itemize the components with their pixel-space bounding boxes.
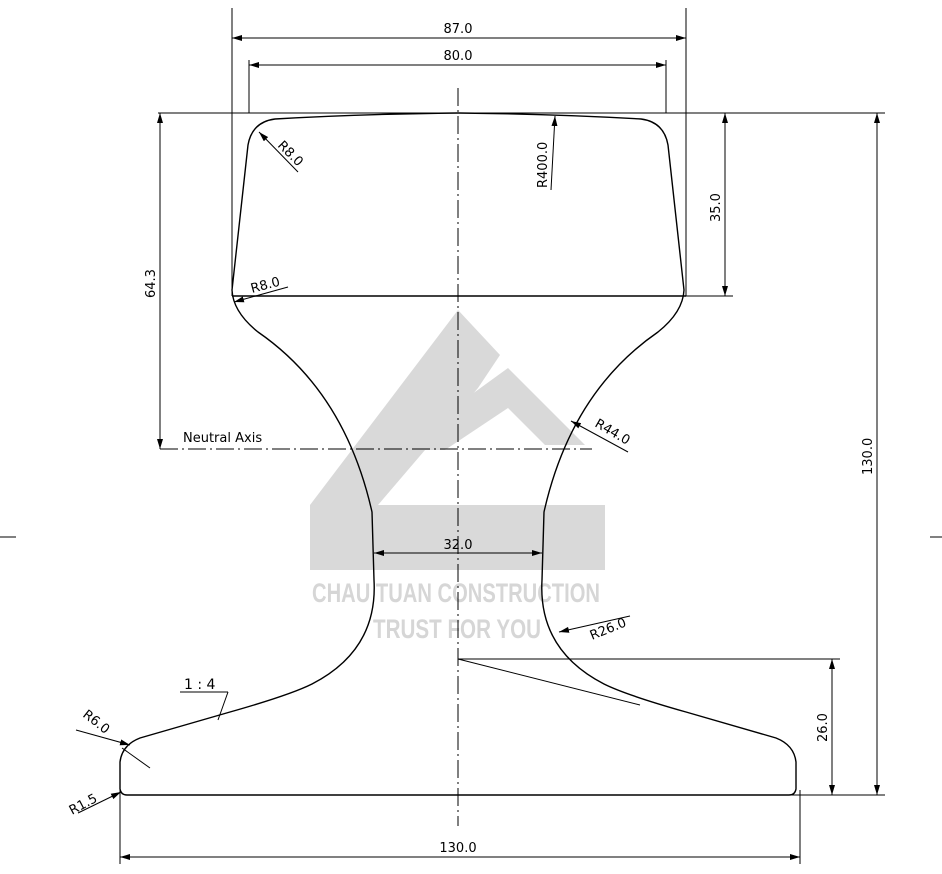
extension-lines — [119, 8, 885, 864]
dim-head-bottom-radius: R8.0 — [249, 275, 282, 297]
dim-head-top-width: 80.0 — [444, 49, 473, 64]
dim-foot-tip-radius: R6.0 — [80, 707, 113, 737]
neutral-axis-label: Neutral Axis — [183, 431, 262, 446]
dim-total-height: 130.0 — [861, 438, 876, 475]
watermark-logo: CHAU TUAN CONSTRUCTION TRUST FOR YOU — [310, 310, 605, 644]
dim-neutral-axis-height: 64.3 — [144, 269, 159, 298]
dimension-lines — [75, 35, 880, 860]
dim-foot-height: 26.0 — [816, 713, 831, 742]
dim-web-radius-lower: R26.0 — [588, 616, 629, 644]
dim-foot-slope: 1 : 4 — [184, 677, 216, 693]
dim-head-corner-radius: R8.0 — [274, 138, 306, 170]
dim-foot-corner-radius: R1.5 — [67, 791, 100, 818]
dim-head-height: 35.0 — [709, 193, 724, 222]
dim-web-thickness: 32.0 — [444, 538, 473, 553]
dim-head-outer-width: 87.0 — [444, 22, 473, 37]
rail-outline — [119, 112, 797, 796]
dim-foot-width: 130.0 — [439, 841, 476, 856]
watermark-line1: CHAU TUAN CONSTRUCTION — [312, 578, 600, 608]
watermark-line2: TRUST FOR YOU — [373, 614, 541, 644]
dim-crown-radius: R400.0 — [536, 142, 551, 188]
